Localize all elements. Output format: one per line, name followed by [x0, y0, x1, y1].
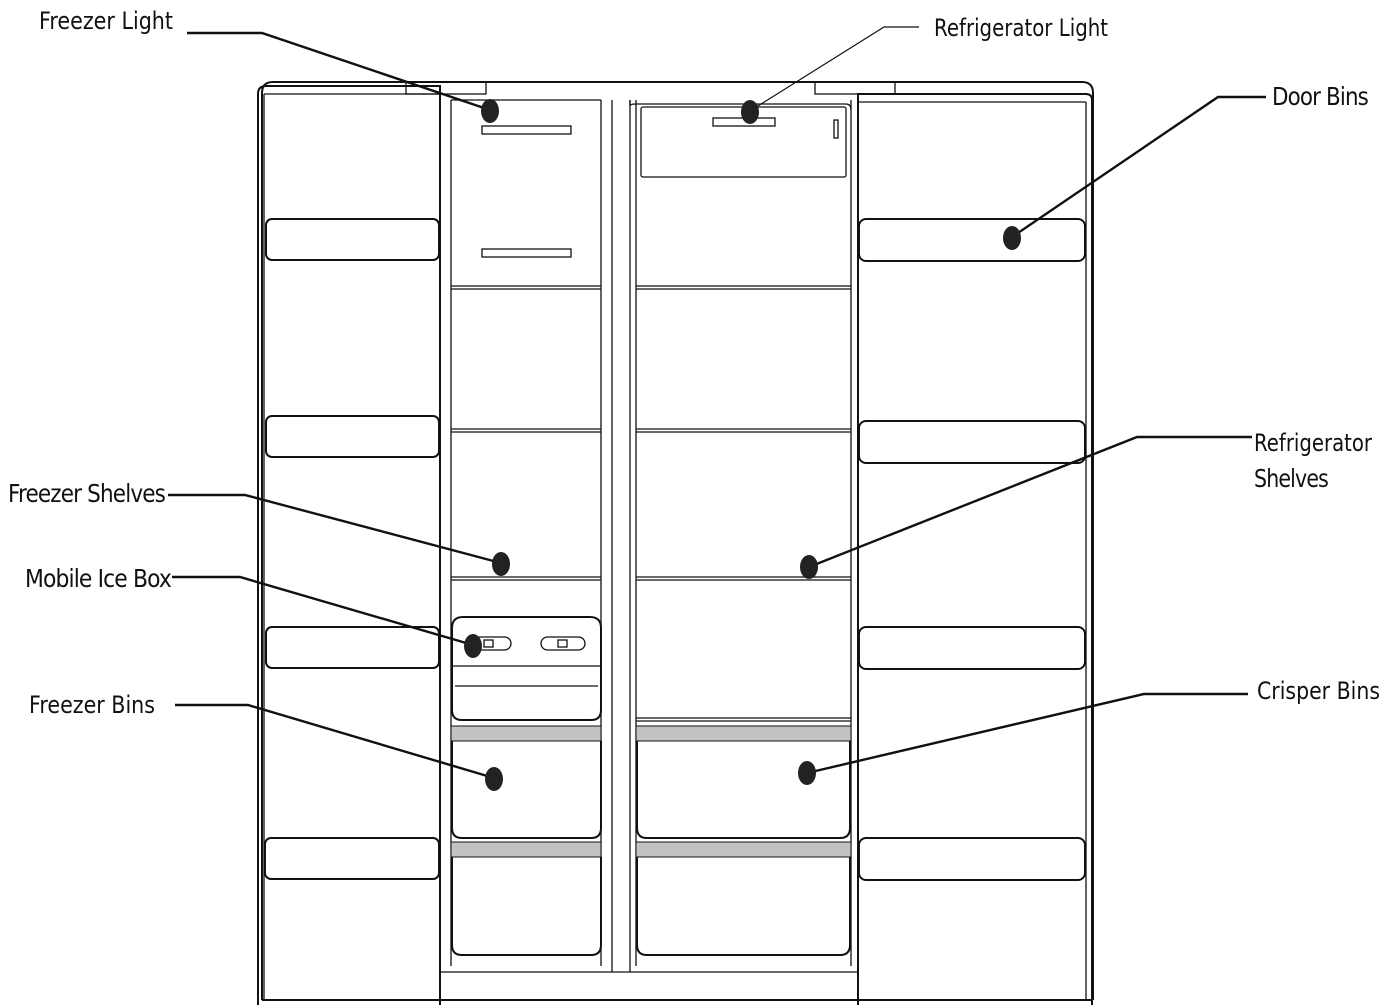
fridge-door-bin-4 [858, 837, 1086, 881]
freezer-door-bin-4 [264, 837, 440, 880]
freezer-door [257, 85, 441, 1005]
fridge-door-bin-2 [858, 420, 1086, 464]
label-refrigerator-shelves-line2: Shelves [1254, 464, 1328, 493]
refrigerator-cabinet [261, 81, 1094, 1001]
label-door-bins: Door Bins [1272, 82, 1368, 111]
leader-crisper-bins [806, 692, 1248, 775]
center-divider [611, 100, 631, 972]
mobile-ice-box [451, 616, 602, 721]
freezer-light-fixture-2 [481, 248, 572, 258]
fridge-door-bin-1 [858, 218, 1086, 262]
leader-lines [168, 26, 1266, 780]
dot-mobile-ice-box [464, 634, 482, 658]
dot-freezer-light [481, 99, 499, 123]
refrigerator-door [857, 93, 1093, 1005]
label-mobile-ice-box: Mobile Ice Box [25, 564, 171, 593]
dot-freezer-bins [485, 767, 503, 791]
dot-door-bins [1003, 226, 1021, 250]
fridge-door-bin-3 [858, 626, 1086, 670]
dot-refrigerator-light [741, 100, 759, 124]
freezer-light-fixture-1 [481, 125, 572, 135]
dot-refrigerator-shelves [800, 555, 818, 579]
label-freezer-shelves: Freezer Shelves [8, 479, 165, 508]
callout-dots [464, 99, 1021, 791]
label-crisper-bins: Crisper Bins [1257, 677, 1380, 705]
label-freezer-bins: Freezer Bins [29, 691, 155, 719]
leader-refrigerator-shelves [808, 435, 1252, 569]
crisper-bins [635, 725, 852, 956]
dot-freezer-shelves [492, 552, 510, 576]
leader-freezer-shelves [168, 493, 502, 565]
freezer-door-bin-1 [265, 218, 440, 261]
freezer-bins [450, 725, 602, 956]
leader-mobile-ice-box [172, 575, 474, 647]
leader-freezer-bins [175, 703, 495, 780]
freezer-door-bin-2 [265, 415, 440, 458]
freezer-door-bin-3 [265, 626, 440, 669]
freezer-compartment [450, 99, 602, 966]
labels: Freezer Light Refrigerator Light Door Bi… [8, 7, 1380, 719]
label-refrigerator-shelves-line1: Refrigerator [1254, 429, 1372, 457]
refrigerator-shelves [636, 285, 851, 722]
leader-door-bins [1011, 95, 1266, 238]
freezer-shelves [451, 285, 601, 581]
refrigerator-compartment [629, 100, 852, 966]
dot-crisper-bins [798, 761, 816, 785]
label-refrigerator-light: Refrigerator Light [934, 14, 1108, 42]
leader-freezer-light [187, 31, 491, 112]
leader-refrigerator-light [749, 26, 919, 112]
label-freezer-light: Freezer Light [39, 7, 173, 35]
